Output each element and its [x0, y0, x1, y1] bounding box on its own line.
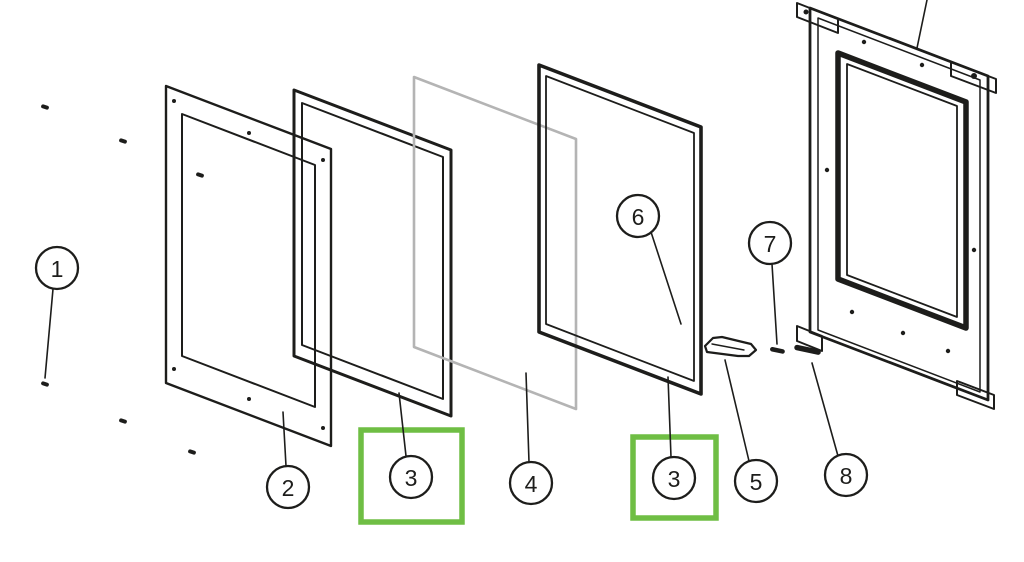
hinge-bracket-top-right [950, 61, 997, 94]
bracket-detail-line [711, 343, 745, 351]
leader-line [667, 376, 672, 458]
highlight-box-right[interactable] [630, 434, 719, 521]
hinge-bracket-bottom-left [796, 325, 823, 352]
pin-icon [770, 346, 785, 354]
callout-2: 2 [265, 411, 311, 510]
screw-hole [919, 62, 925, 68]
part-5-bracket [703, 335, 758, 358]
screw-hole [247, 397, 251, 401]
callout-circle [34, 245, 80, 291]
screw-hole [247, 131, 251, 135]
door-assembly [796, 0, 997, 410]
callout-6: 6 [615, 193, 682, 325]
screw-hole [971, 247, 977, 253]
screw-icon [41, 381, 49, 387]
callout-circle [615, 193, 661, 239]
callout-number: 6 [632, 204, 645, 230]
screw-hole [321, 426, 325, 430]
door-face-edge [817, 17, 981, 393]
screw-hole [172, 99, 176, 103]
screw-hole [945, 348, 951, 354]
callout-number: 2 [282, 475, 295, 501]
callout-circle [508, 460, 554, 506]
screw-hole [824, 167, 830, 173]
offscreen-callout-leader [916, 0, 928, 49]
panel-outer-edge [537, 63, 703, 396]
glass-edge [412, 75, 578, 411]
bracket-outline [703, 335, 758, 358]
callout-8: 8 [811, 362, 869, 498]
callout-number: 8 [840, 463, 853, 489]
screw-hole [900, 330, 906, 336]
part-3-glass-panel [537, 63, 703, 396]
screw-icon [119, 138, 127, 144]
part-4-glass-sheet [412, 75, 578, 411]
callout-7: 7 [747, 220, 793, 345]
callout-circle [747, 220, 793, 266]
leader-line [771, 263, 778, 345]
screw-icon [119, 418, 127, 424]
door-outer-edge [808, 6, 990, 402]
callout-3-right[interactable]: 3 [651, 376, 697, 501]
door-window-inner-edge [846, 63, 958, 318]
callout-number: 3 [668, 466, 681, 492]
callout-5: 5 [724, 359, 779, 504]
callout-1: 1 [34, 245, 80, 379]
callout-4: 4 [508, 372, 554, 506]
screw-hole [971, 73, 977, 79]
part-3-gasket [292, 88, 453, 418]
gasket-outer-edge [292, 88, 453, 418]
frame-outer-edge [164, 84, 333, 448]
part-1-screws [41, 104, 204, 455]
callout-number: 5 [750, 469, 763, 495]
frame-inner-edge [181, 113, 316, 408]
screw-icon [188, 449, 196, 455]
gasket-inner-edge [301, 102, 444, 400]
screw-hole [861, 39, 867, 45]
part-8-rod [794, 344, 821, 355]
panel-inner-edge [545, 75, 695, 382]
callout-number: 4 [525, 471, 538, 497]
leader-line [650, 231, 682, 325]
callout-circle [265, 464, 311, 510]
callout-circle [733, 458, 779, 504]
hinge-bracket-top-left [796, 2, 839, 34]
leader-line [282, 411, 287, 467]
callout-number: 3 [405, 465, 418, 491]
part-7-pin [770, 346, 785, 354]
screw-hole [803, 9, 809, 15]
hinge-bracket-bottom-right [956, 380, 995, 410]
callout-circle [388, 454, 434, 500]
rod-icon [794, 344, 821, 355]
callout-circle [823, 452, 869, 498]
callout-number: 7 [764, 231, 777, 257]
leader-line [525, 372, 530, 463]
callout-3-left[interactable]: 3 [388, 392, 434, 500]
screw-icon [41, 104, 49, 110]
callout-number: 1 [51, 256, 64, 282]
leader-line [44, 288, 54, 379]
highlight-box-left[interactable] [358, 427, 465, 525]
leader-line [724, 359, 750, 462]
screw-icon [196, 172, 204, 178]
screw-hole [849, 309, 855, 315]
screw-hole [172, 367, 176, 371]
door-window-frame [835, 50, 969, 331]
leader-line [398, 392, 407, 457]
part-2-frame [164, 84, 333, 448]
screw-hole [321, 158, 325, 162]
callout-circle [651, 455, 697, 501]
leader-line [811, 362, 839, 457]
